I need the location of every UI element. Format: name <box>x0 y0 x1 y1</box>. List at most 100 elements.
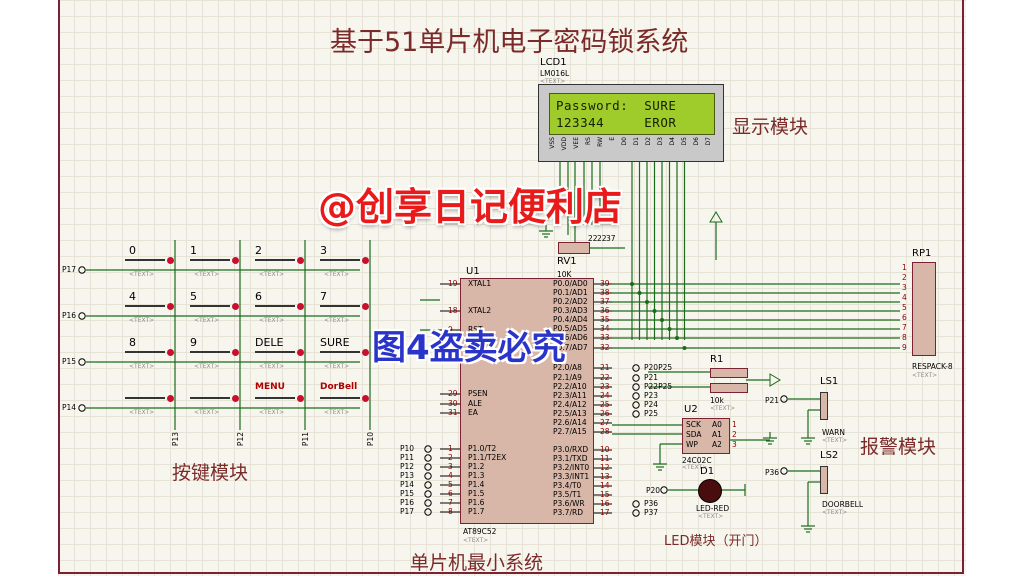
terminal[interactable] <box>424 454 432 462</box>
terminal[interactable] <box>424 463 432 471</box>
mcu-pin-name: P1.4 <box>468 480 485 489</box>
terminal[interactable] <box>424 499 432 507</box>
mcu-pin-name: P3.6/WR <box>553 499 585 508</box>
mcu-pin-name: P0.4/AD4 <box>553 315 588 324</box>
terminal[interactable] <box>78 312 86 320</box>
mcu-pin-number: 14 <box>600 481 610 490</box>
mcu-pin-number: 34 <box>600 324 610 333</box>
terminal[interactable] <box>424 472 432 480</box>
terminal[interactable] <box>632 374 640 382</box>
terminal[interactable] <box>632 392 640 400</box>
terminal[interactable] <box>660 486 668 494</box>
net-label: P10 <box>400 444 415 453</box>
terminal[interactable] <box>424 508 432 516</box>
terminal[interactable] <box>632 509 640 517</box>
terminal[interactable] <box>780 467 788 475</box>
terminal[interactable] <box>632 500 640 508</box>
key-text-tag: <TEXT> <box>259 363 285 370</box>
terminal[interactable] <box>78 266 86 274</box>
r1-text-tag: <TEXT> <box>710 405 736 412</box>
terminal[interactable] <box>424 490 432 498</box>
terminal[interactable] <box>632 401 640 409</box>
ls2-ref: LS2 <box>820 450 839 461</box>
junction-dot <box>660 318 664 322</box>
mcu-pin-name: PSEN <box>468 389 488 398</box>
mcu-pin-name: P1.6 <box>468 498 485 507</box>
keypad-button[interactable] <box>255 351 295 359</box>
mcu-pin-number: 25 <box>600 400 610 409</box>
terminal[interactable] <box>424 481 432 489</box>
speaker-icon[interactable] <box>820 466 828 494</box>
keypad-button[interactable] <box>255 259 295 267</box>
keypad-button[interactable] <box>320 259 360 267</box>
keypad-button[interactable] <box>125 305 165 313</box>
mcu-pin-name: P2.2/A10 <box>553 382 587 391</box>
key-text-tag: <TEXT> <box>259 317 285 324</box>
lcd-pin-label: RS <box>585 137 592 145</box>
mcu-pin-number: 38 <box>600 288 610 297</box>
terminal[interactable] <box>632 364 640 372</box>
mcu-pin-name: P1.3 <box>468 471 485 480</box>
keypad-button[interactable] <box>125 259 165 267</box>
mcu-pin-name: XTAL2 <box>468 306 492 315</box>
key-label: 6 <box>255 290 262 303</box>
terminal[interactable] <box>632 383 640 391</box>
mcu-pin-number: 10 <box>600 445 610 454</box>
mcu-pin-number: 18 <box>448 306 458 315</box>
keypad-button[interactable] <box>255 305 295 313</box>
ls2-part: DOORBELL <box>822 500 864 509</box>
keypad-button[interactable] <box>320 351 360 359</box>
u2-eeprom[interactable] <box>682 418 730 454</box>
mcu-pin-number: 15 <box>600 490 610 499</box>
lcd-pin-label: D5 <box>681 137 688 146</box>
ls2-net: P36 <box>765 468 780 477</box>
mcu-pin-name: P2.7/A15 <box>553 427 587 436</box>
d1-text-tag: <TEXT> <box>698 513 724 520</box>
u2-ref: U2 <box>684 404 698 415</box>
key-text-tag: <TEXT> <box>259 271 285 278</box>
key-label: 9 <box>190 336 197 349</box>
keypad-button[interactable] <box>320 397 360 405</box>
mcu-pin-name: XTAL1 <box>468 279 492 288</box>
key-label: 3 <box>320 244 327 257</box>
keypad-button[interactable] <box>255 397 295 405</box>
r1-resistor-a[interactable] <box>710 368 748 378</box>
key-text-tag: <TEXT> <box>194 317 220 324</box>
mcu-pin-name: P2.0/A8 <box>553 363 582 372</box>
rv1-potentiometer[interactable] <box>558 242 590 254</box>
net-label: P12 <box>400 462 415 471</box>
terminal[interactable] <box>424 445 432 453</box>
rp1-pin-label: 2 <box>902 273 907 282</box>
keypad-button[interactable] <box>190 305 230 313</box>
junction-dot <box>645 300 649 304</box>
keypad-button[interactable] <box>320 305 360 313</box>
pushbutton-icon <box>297 303 304 310</box>
mcu-pin-name: P2.6/A14 <box>553 418 587 427</box>
keypad-button[interactable] <box>190 259 230 267</box>
pushbutton-icon <box>167 257 174 264</box>
pushbutton-icon <box>232 303 239 310</box>
net-label: P37 <box>644 508 659 517</box>
keypad-button[interactable] <box>190 351 230 359</box>
speaker-icon[interactable] <box>820 392 828 420</box>
led-red-icon[interactable] <box>698 479 722 503</box>
power-arrow-icon <box>769 373 781 387</box>
terminal[interactable] <box>632 410 640 418</box>
terminal[interactable] <box>78 404 86 412</box>
terminal[interactable] <box>78 358 86 366</box>
rp1-resistor-pack[interactable] <box>912 262 936 356</box>
terminal[interactable] <box>780 395 788 403</box>
pushbutton-icon <box>362 395 369 402</box>
keypad-button[interactable] <box>190 397 230 405</box>
mcu-chip[interactable] <box>460 278 594 524</box>
keypad-button[interactable] <box>125 397 165 405</box>
display-module-label: 显示模块 <box>732 116 809 138</box>
r1-resistor-b[interactable] <box>710 383 748 393</box>
net-label: P13 <box>400 471 415 480</box>
keypad-button[interactable] <box>125 351 165 359</box>
